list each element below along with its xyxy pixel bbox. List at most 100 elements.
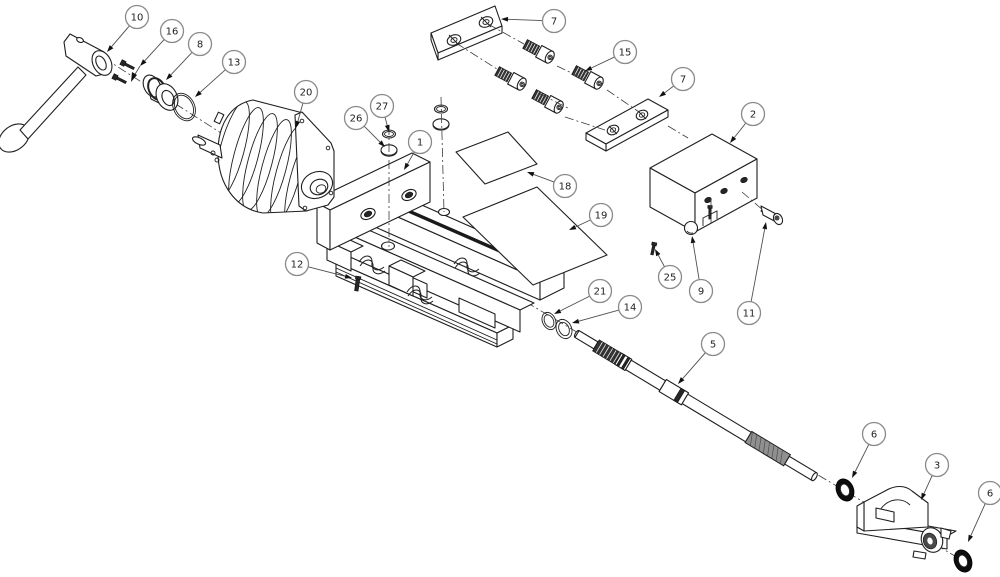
balloon-number: 16 xyxy=(166,27,179,38)
balloon-number: 11 xyxy=(743,309,756,320)
drive-bore xyxy=(95,55,107,71)
balloon-circle xyxy=(587,278,613,304)
set-screws-16 xyxy=(111,59,135,85)
balloon-number: 3 xyxy=(934,461,940,472)
clamp-hooks xyxy=(358,255,481,305)
leader-line xyxy=(199,69,226,93)
leader-branch-16 xyxy=(131,65,141,82)
cap-screws-jaw-plate xyxy=(494,39,555,91)
balloon-6: 6 xyxy=(852,421,887,478)
leader-line xyxy=(533,173,555,183)
balloon-19: 19 xyxy=(569,202,614,230)
fixed-jaw-body xyxy=(311,152,431,251)
balloon-circle xyxy=(612,39,638,65)
balloon-number: 6 xyxy=(871,430,877,441)
balloon-circle xyxy=(736,300,762,326)
balloon-number: 27 xyxy=(376,102,389,113)
lead-screw xyxy=(573,329,818,482)
leader-line xyxy=(692,242,700,280)
balloon-11: 11 xyxy=(736,222,768,326)
leader-arrowhead xyxy=(968,534,974,542)
leader-arrowhead xyxy=(344,273,352,279)
leader-line xyxy=(750,228,766,302)
balloon-5: 5 xyxy=(678,331,726,384)
leader-line xyxy=(591,56,615,69)
leader-arrowhead xyxy=(690,236,696,244)
leader-arrowhead xyxy=(295,120,301,128)
leader-arrowhead xyxy=(762,222,768,230)
balloon-number: 15 xyxy=(619,48,632,59)
set-pin-12 xyxy=(354,275,362,292)
balloon-circle xyxy=(740,101,766,127)
thrust-washer-front xyxy=(835,478,855,502)
thrust-washer-rear xyxy=(953,549,973,573)
plate-18 xyxy=(455,131,538,185)
detent-pin xyxy=(707,205,713,220)
leader-arrowhead xyxy=(852,470,858,478)
balloon-number: 7 xyxy=(551,17,557,28)
balloon-6: 6 xyxy=(968,480,1000,542)
balloon-number: 12 xyxy=(291,260,304,271)
leader-line xyxy=(144,39,165,62)
balloon-number: 8 xyxy=(197,40,203,51)
leader-arrowhead xyxy=(384,124,390,132)
balloon-27: 27 xyxy=(369,93,395,132)
leader-line xyxy=(578,309,620,322)
balloon-25: 25 xyxy=(655,249,683,290)
balloon-10: 10 xyxy=(107,4,150,52)
leader-line xyxy=(923,475,933,494)
balloon-circle xyxy=(657,264,683,290)
leader-arrowhead xyxy=(921,492,927,500)
balloon-number: 1 xyxy=(417,138,423,149)
balloon-circle xyxy=(293,79,319,105)
detent-ball xyxy=(683,220,699,236)
balloon-3: 3 xyxy=(921,452,950,500)
balloon-circle xyxy=(688,278,714,304)
o-ring-13 xyxy=(172,92,196,122)
balloon-number: 13 xyxy=(228,58,241,69)
movable-jaw-block xyxy=(649,133,758,233)
balloon-14: 14 xyxy=(572,294,643,324)
thrust-pin-11 xyxy=(760,205,784,226)
balloon-number: 14 xyxy=(624,303,637,314)
washer-21 xyxy=(541,311,557,331)
washer-14 xyxy=(555,318,573,340)
handle-lever xyxy=(0,33,113,153)
jaw-plate-left xyxy=(430,5,503,61)
plate-19 xyxy=(462,186,608,286)
leader-arrowhead xyxy=(140,59,147,66)
balloon-number: 9 xyxy=(698,287,704,298)
balloon-16: 16 xyxy=(140,18,185,66)
leader-arrowhead xyxy=(554,308,562,314)
leader-arrowhead xyxy=(378,140,385,147)
leader-arrowhead xyxy=(585,65,593,71)
balloon-7: 7 xyxy=(501,8,567,34)
balloon-number: 21 xyxy=(594,287,607,298)
leader-line xyxy=(384,116,388,126)
leader-arrowhead xyxy=(404,162,410,170)
power-cylinder-unit xyxy=(191,99,335,214)
balloon-number: 25 xyxy=(664,273,677,284)
handle-collar xyxy=(142,74,179,111)
jaw-plate-right xyxy=(585,98,669,152)
balloon-8: 8 xyxy=(166,31,213,80)
leader-arrowhead xyxy=(195,90,202,97)
balloon-circle xyxy=(343,105,369,131)
leader-line xyxy=(170,52,193,76)
carriage-window xyxy=(458,297,496,329)
balloon-circle xyxy=(369,93,395,119)
balloon-2: 2 xyxy=(730,101,766,143)
balloon-7: 7 xyxy=(659,66,696,97)
set-screw-25 xyxy=(650,241,658,256)
balloon-21: 21 xyxy=(554,278,613,314)
leader-arrowhead xyxy=(659,90,667,97)
nut-pocket xyxy=(875,507,895,523)
balloon-circle xyxy=(670,66,696,92)
leader-line xyxy=(297,102,304,122)
balloon-circle xyxy=(700,331,726,357)
balloon-circle xyxy=(861,421,887,447)
balloon-26: 26 xyxy=(343,105,385,147)
balloon-20: 20 xyxy=(293,79,319,128)
leader-line xyxy=(407,151,415,165)
